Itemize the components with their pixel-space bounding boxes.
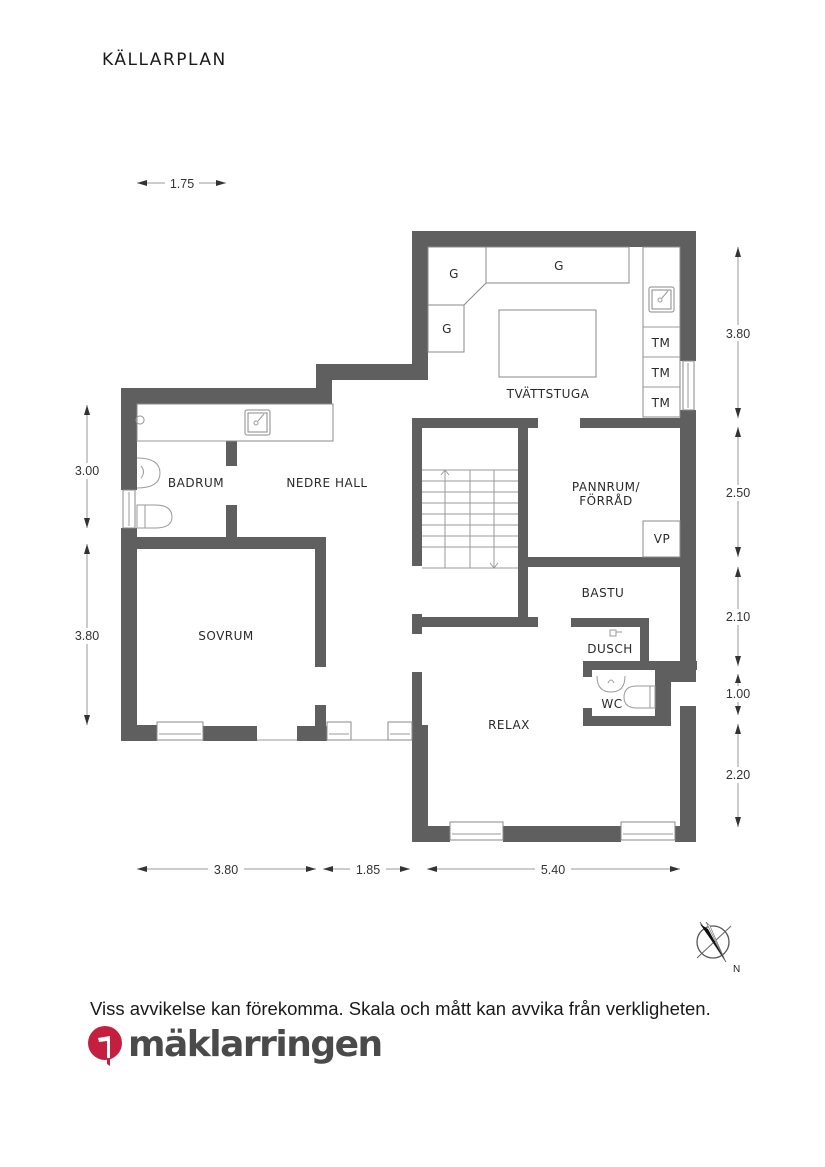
compass-north-label: N [733, 964, 740, 975]
dimension-left-upper: 3.00 [75, 464, 99, 478]
plan-title: KÄLLARPLAN [102, 50, 227, 70]
dimension-bottom-2: 1.85 [356, 863, 380, 877]
staircase [422, 469, 518, 569]
dimension-right-2: 2.50 [726, 486, 750, 500]
room-label-nedre-hall: NEDRE HALL [286, 476, 367, 490]
dimension-bottom-1: 3.80 [214, 863, 238, 877]
room-label-badrum: BADRUM [168, 476, 224, 490]
dimension-lines: 1.75 3.00 3.80 3.80 2.50 2.10 [70, 175, 755, 877]
floor-plan: TVÄTTSTUGA BADRUM NEDRE HALL PANNRUM/ FÖ… [70, 175, 755, 975]
room-labels: TVÄTTSTUGA BADRUM NEDRE HALL PANNRUM/ FÖ… [168, 386, 641, 732]
dimension-right-1: 3.80 [726, 327, 750, 341]
fixture-label-g: G [449, 267, 459, 281]
compass-icon: N [696, 921, 740, 975]
fixture-label-tm: TM [651, 366, 671, 380]
windows [122, 360, 695, 841]
dimension-bottom-3: 5.40 [541, 863, 565, 877]
brand-logo: mäklarringen [86, 1024, 383, 1066]
walls [121, 231, 697, 842]
dimension-left-lower: 3.80 [75, 629, 99, 643]
dimension-right-4: 1.00 [726, 687, 750, 701]
room-label-sovrum: SOVRUM [198, 629, 254, 643]
room-label-forrad: FÖRRÅD [579, 492, 632, 508]
room-label-relax: RELAX [488, 718, 530, 732]
dimension-top: 1.75 [170, 177, 194, 191]
disclaimer-text: Viss avvikelse kan förekomma. Skala och … [90, 998, 711, 1019]
dimension-right-3: 2.10 [726, 610, 750, 624]
utility-fixtures [596, 520, 681, 709]
fixture-label-g: G [554, 259, 564, 273]
fixture-label-vp: VP [654, 532, 670, 546]
fixture-label-tm: TM [651, 396, 671, 410]
fixture-labels: G G G TM TM TM VP [442, 259, 670, 546]
dimension-right-5: 2.20 [726, 768, 750, 782]
room-label-pannrum: PANNRUM/ [572, 480, 641, 494]
brand-mark-icon [88, 1026, 122, 1066]
laundry-fixtures [427, 246, 681, 418]
room-label-dusch: DUSCH [587, 642, 633, 656]
room-label-wc: WC [601, 697, 622, 711]
bathroom-fixtures [135, 403, 334, 529]
brand-name: mäklarringen [128, 1024, 383, 1065]
room-label-tvattstuga: TVÄTTSTUGA [506, 386, 590, 401]
fixture-label-tm: TM [651, 336, 671, 350]
room-label-bastu: BASTU [582, 586, 625, 600]
fixture-label-g: G [442, 322, 452, 336]
